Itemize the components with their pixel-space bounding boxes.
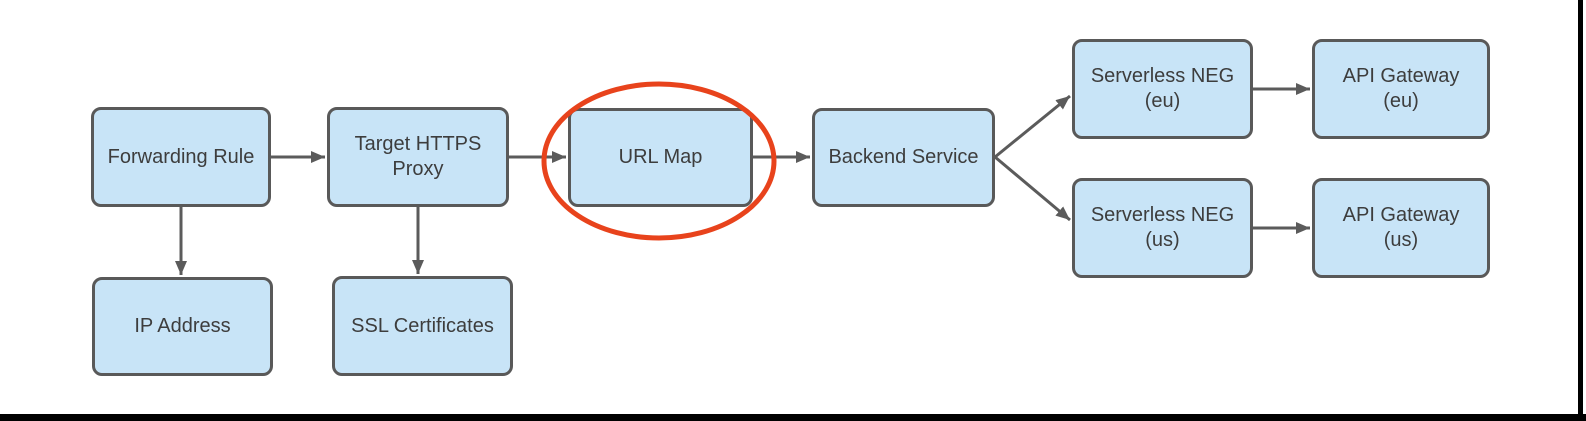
node-serverless-neg-eu: Serverless NEG (eu) (1072, 39, 1253, 139)
node-serverless-neg-us: Serverless NEG (us) (1072, 178, 1253, 278)
arrow-backend-service-to-serverless-neg-us (994, 155, 1071, 222)
node-label-ssl-certificates: SSL Certificates (351, 314, 494, 337)
node-target-https-proxy: Target HTTPS Proxy (327, 107, 509, 207)
node-ip-address: IP Address (92, 277, 273, 376)
node-label-ip-address: IP Address (134, 315, 231, 337)
node-label-backend-service: Backend Service (828, 146, 979, 168)
node-api-gateway-us: API Gateway (us) (1312, 178, 1490, 278)
node-label-url-map: URL Map (618, 146, 703, 168)
node-ssl-certificates: SSL Certificates (332, 276, 513, 376)
node-label-api-gateway-us: API Gateway (us) (1342, 204, 1460, 251)
node-label-serverless-neg-eu: Serverless NEG (eu) (1090, 65, 1235, 112)
node-label-api-gateway-eu: API Gateway (eu) (1342, 65, 1460, 112)
frame-edge-bottom (0, 414, 1586, 421)
node-label-target-https-proxy: Target HTTPS Proxy (354, 133, 482, 180)
node-api-gateway-eu: API Gateway (eu) (1312, 39, 1490, 139)
node-label-serverless-neg-us: Serverless NEG (us) (1090, 204, 1235, 251)
node-forwarding-rule: Forwarding Rule (91, 107, 271, 207)
node-url-map: URL Map (568, 108, 753, 207)
node-backend-service: Backend Service (812, 108, 995, 207)
node-label-forwarding-rule: Forwarding Rule (107, 145, 255, 168)
frame-edge-right (1578, 0, 1583, 421)
arrow-backend-service-to-serverless-neg-eu (994, 94, 1071, 159)
